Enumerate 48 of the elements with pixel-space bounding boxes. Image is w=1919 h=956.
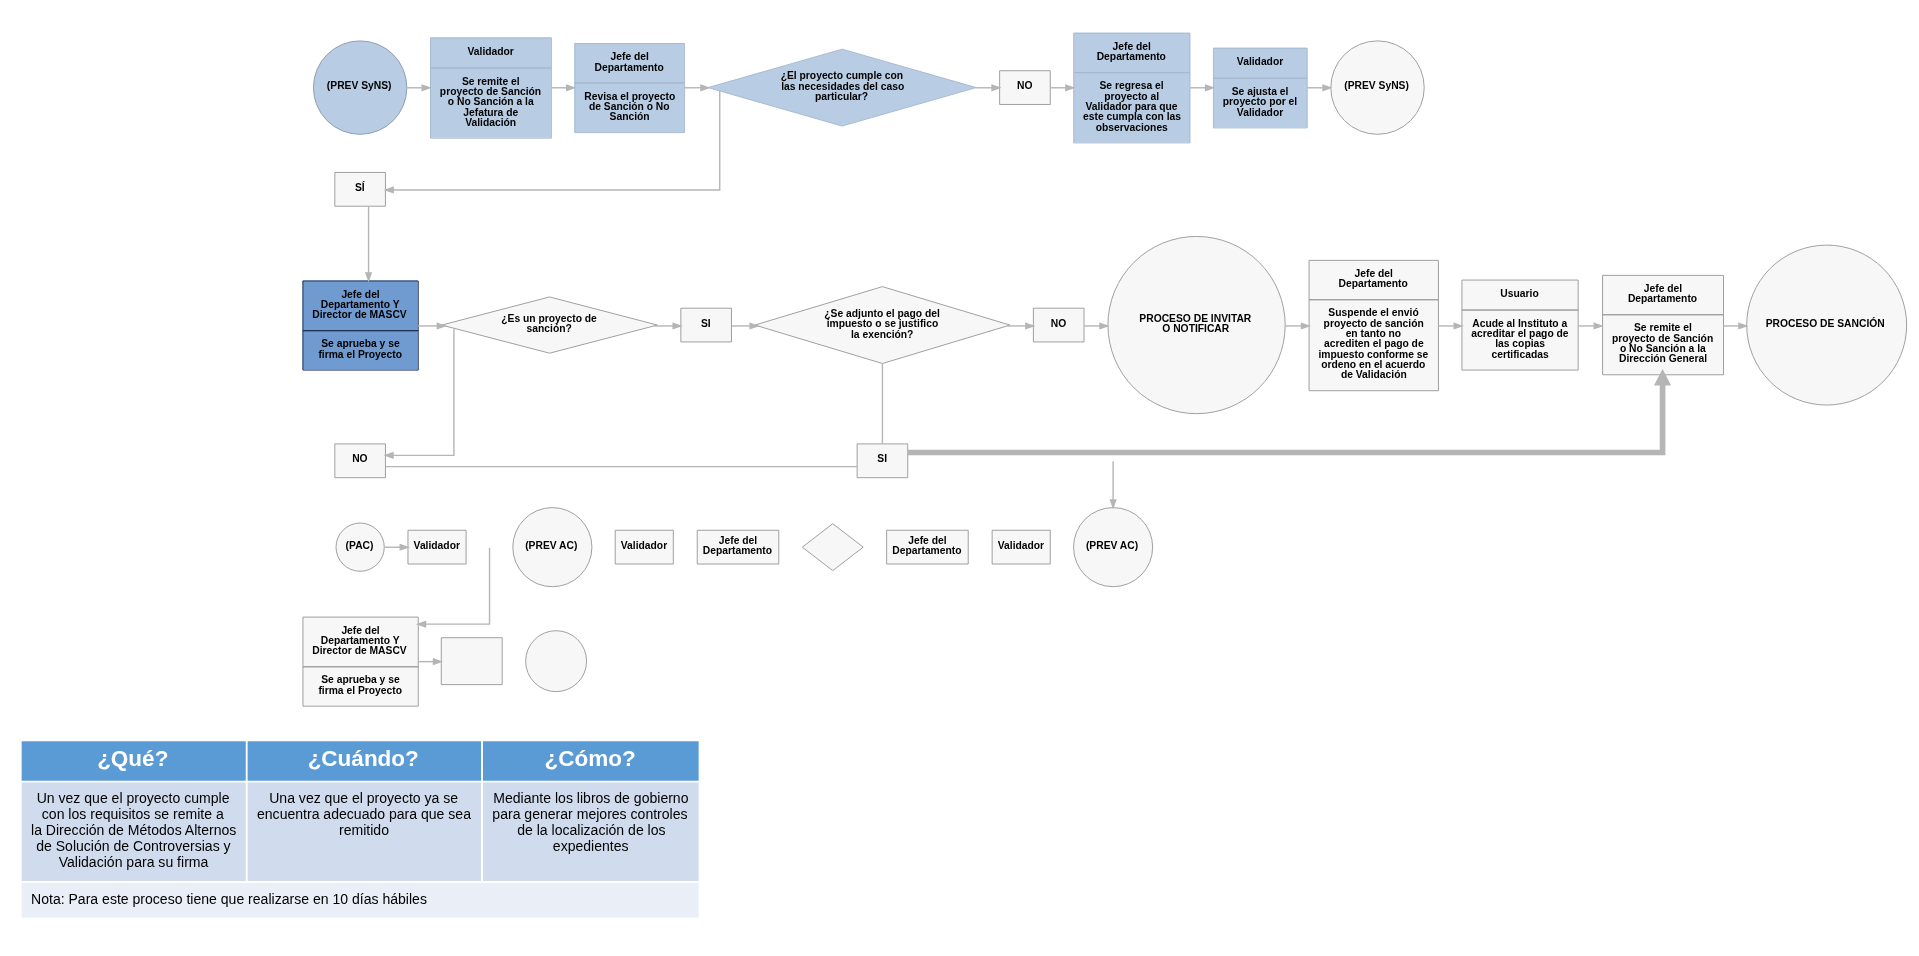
node-circle: PROCESO DE SANCIÓN	[1746, 244, 1908, 406]
label: ¿Qué?	[97, 745, 169, 771]
arrow	[417, 322, 447, 330]
arrow	[383, 327, 455, 459]
node-box: SÍ	[334, 172, 386, 207]
arrow	[415, 546, 491, 628]
node-box: Jefe del Departamento	[886, 529, 969, 565]
label: ¿Cómo?	[544, 745, 636, 771]
node-circle: (PREV SyNS)	[312, 40, 408, 135]
node-box: Validador	[614, 529, 674, 565]
node-box: NO	[1032, 307, 1085, 343]
node-box: SI	[856, 443, 909, 479]
node-box: Validador	[407, 529, 467, 565]
label: Nota: Para este proceso tiene que realizarse en 10 días hábiles	[31, 890, 427, 907]
node-box: SI	[680, 307, 732, 343]
arrow	[653, 322, 683, 330]
label: Una vez que el proyecto ya se encuentra adecuado para que sea remitido	[257, 790, 471, 839]
node-circle	[525, 630, 588, 693]
arrow	[731, 322, 760, 330]
arrow	[1109, 460, 1117, 510]
label: Mediante los libros de gobierno para generar mejores controles de la localización de los expedientes	[492, 790, 689, 855]
node-circle: (PAC)	[335, 522, 385, 572]
arrow	[907, 369, 1672, 456]
connector	[385, 465, 858, 468]
label: ¿Cuándo?	[307, 745, 419, 771]
arrow	[383, 90, 721, 194]
arrow	[1083, 322, 1110, 330]
arrow	[1006, 322, 1036, 330]
node-box: Validador	[991, 529, 1051, 565]
arrow	[1722, 322, 1749, 330]
node-box: NO	[999, 70, 1051, 105]
node-circle: (PREV SyNS)	[1330, 40, 1425, 135]
node-diamond	[801, 523, 864, 572]
connector	[881, 362, 884, 445]
node-box	[440, 637, 503, 686]
node-diamond: ¿Se adjunto el pago del impuesto o se justifico la exención?	[754, 286, 1011, 364]
node-diamond: ¿Es un proyecto de sanción?	[441, 296, 658, 354]
node-circle: (PREV AC)	[512, 507, 593, 588]
node-circle: PROCESO DE INVITAR O NOTIFICAR	[1107, 236, 1286, 415]
node-diamond: ¿El proyecto cumple con las necesidades del caso particular?	[707, 48, 977, 127]
label: Un vez que el proyecto cumple con los requisitos se remite a la Dirección de Métodos Alternos de Solución de Controversias y Validación para su firma	[31, 790, 237, 870]
node-circle: (PREV AC)	[1073, 507, 1154, 588]
node-box: NO	[334, 443, 386, 479]
arrow	[1284, 322, 1312, 330]
arrow	[1577, 322, 1604, 330]
node-box: Jefe del Departamento	[696, 529, 780, 565]
arrow	[1438, 322, 1464, 330]
arrow	[364, 205, 373, 283]
